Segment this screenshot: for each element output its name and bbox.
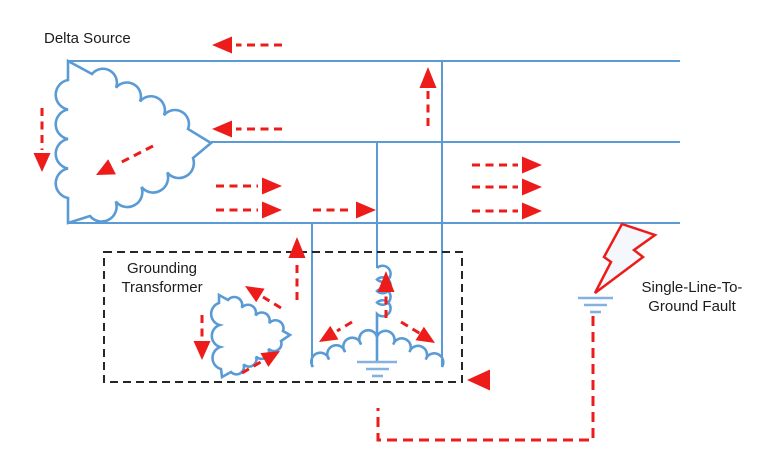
grounding-transformer-delta-winding — [209, 292, 293, 380]
grounding-transformer-label-line1: Grounding — [126, 260, 198, 277]
fault-bolt-icon — [593, 222, 658, 294]
delta-source-winding — [54, 58, 214, 225]
current-arrow-feeder-group-right-2 — [472, 178, 542, 196]
fault-label: Single-Line-To- Ground Fault — [628, 278, 756, 316]
grounding-transformer-box — [103, 251, 463, 383]
fault-ground-icon — [578, 296, 613, 314]
current-arrows — [33, 36, 542, 391]
transformer-feeders — [311, 61, 443, 367]
current-arrow-into-box-corner — [467, 369, 490, 391]
three-phase-bus — [68, 60, 680, 224]
fault-symbol — [578, 222, 658, 314]
current-arrow-small-delta-upleft — [245, 286, 282, 310]
current-arrow-right-feeder-up — [419, 67, 437, 126]
zigzag-wye-winding — [310, 264, 445, 378]
fault-label-line1: Single-Line-To- — [641, 279, 743, 296]
current-arrow-wye-right-down — [400, 320, 435, 343]
current-arrow-small-delta-upright — [241, 351, 280, 375]
delta-source-label: Delta Source — [44, 30, 131, 47]
grounding-transformer-label: Grounding Transformer — [100, 259, 224, 297]
fault-return-path — [376, 316, 595, 442]
current-arrow-bus-bottom-right-2 — [216, 201, 282, 219]
fault-label-line2: Ground Fault — [648, 298, 736, 315]
current-arrow-big-delta-diagonal — [96, 144, 154, 175]
current-arrow-wye-left-down — [319, 320, 353, 342]
wye-left-coil — [310, 328, 379, 368]
current-arrow-neutral-riser-up — [288, 237, 306, 300]
current-arrow-bus-bottom-right-3 — [313, 201, 376, 219]
current-arrow-wye-center-up — [377, 271, 395, 318]
grounding-transformer-label-line2: Transformer — [121, 279, 203, 296]
current-arrow-feeder-group-right-3 — [472, 202, 542, 220]
current-arrow-bus-bottom-right-1 — [216, 177, 282, 195]
current-arrow-small-delta-down — [193, 315, 211, 360]
wye-right-coil — [375, 329, 445, 368]
current-arrow-bus-top-left — [212, 36, 282, 54]
current-arrow-bus-middle-left — [212, 120, 282, 138]
neutral-ground-icon — [357, 360, 397, 378]
current-arrow-feeder-group-right-1 — [472, 156, 542, 174]
current-arrow-big-delta-down — [33, 108, 51, 172]
